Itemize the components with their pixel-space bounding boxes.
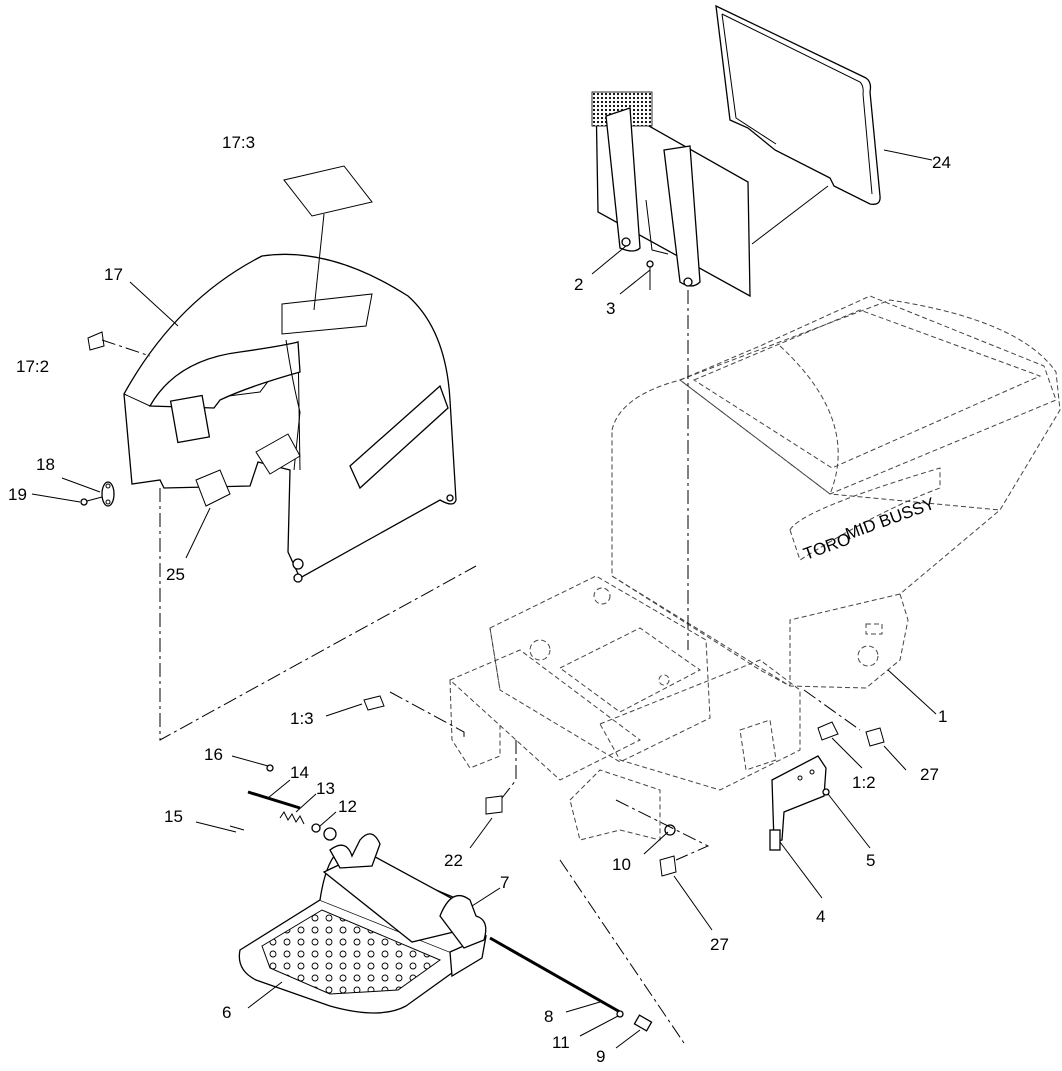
decal-25-installed (255, 433, 301, 475)
callout-18: 18 (36, 455, 55, 474)
part-5-screw (822, 788, 830, 796)
callout-1-2: 1:2 (852, 773, 876, 792)
callout-10: 10 (612, 855, 631, 874)
callout-16: 16 (204, 745, 223, 764)
part-17-cover (123, 253, 457, 583)
callout-17-3: 17:3 (222, 133, 255, 152)
callout-2: 2 (574, 275, 583, 294)
callout-4: 4 (816, 907, 825, 926)
hopper-model-text: MID BUSSY (843, 494, 937, 544)
decal-1-3 (363, 695, 385, 711)
callout-17: 17 (104, 265, 123, 284)
callout-7: 7 (500, 873, 509, 892)
part-9-cap (633, 1014, 653, 1032)
part-2-deflector-plate (591, 91, 751, 298)
callout-11: 11 (552, 1033, 570, 1052)
part-4-bracket (769, 755, 827, 851)
callout-labels: 17:3 17 17:2 18 19 25 24 2 3 1 1:3 1:2 2… (8, 133, 951, 1066)
part-11-clip (616, 1010, 624, 1018)
part-8-rod (489, 936, 621, 1014)
callout-27-upper: 27 (920, 765, 939, 784)
part-12-washer (311, 823, 337, 841)
callout-22: 22 (444, 851, 463, 870)
part-24-clear-panel (715, 4, 881, 205)
decal-22 (485, 795, 503, 815)
callout-12: 12 (338, 797, 357, 816)
callout-5: 5 (866, 851, 875, 870)
callout-17-2: 17:2 (16, 357, 49, 376)
part-19-screw (80, 496, 103, 506)
callout-1-3: 1:3 (290, 709, 314, 728)
decal-17-2 (87, 331, 105, 351)
decal-1-2 (817, 721, 839, 741)
assembly-lines (101, 290, 861, 1047)
part-16-pin (266, 764, 274, 772)
part-14-shaft (247, 790, 301, 810)
callout-3: 3 (606, 299, 615, 318)
part-6-footplate (238, 849, 487, 1014)
decal-17-3 (283, 165, 373, 217)
part-18-latch (101, 481, 115, 507)
part-1-hopper: TORO MID BUSSY (611, 295, 1061, 689)
part-3-screw (646, 260, 654, 290)
callout-6: 6 (222, 1003, 231, 1022)
decal-27-upper (865, 727, 885, 747)
callout-8: 8 (544, 1007, 553, 1026)
callout-9: 9 (596, 1047, 605, 1066)
callout-19: 19 (8, 485, 27, 504)
leader-lines (31, 149, 937, 1049)
part-13-spring (279, 811, 305, 825)
callout-24: 24 (932, 153, 951, 172)
part-7-handle (329, 833, 487, 949)
callout-14: 14 (290, 763, 309, 782)
callout-13: 13 (316, 779, 335, 798)
callout-15: 15 (164, 807, 183, 826)
callout-27-lower: 27 (710, 935, 729, 954)
callout-25: 25 (166, 565, 185, 584)
decal-25 (195, 469, 231, 507)
part-15-cotter-pin (229, 825, 245, 831)
callout-1: 1 (938, 707, 947, 726)
decal-27-lower (659, 855, 677, 877)
